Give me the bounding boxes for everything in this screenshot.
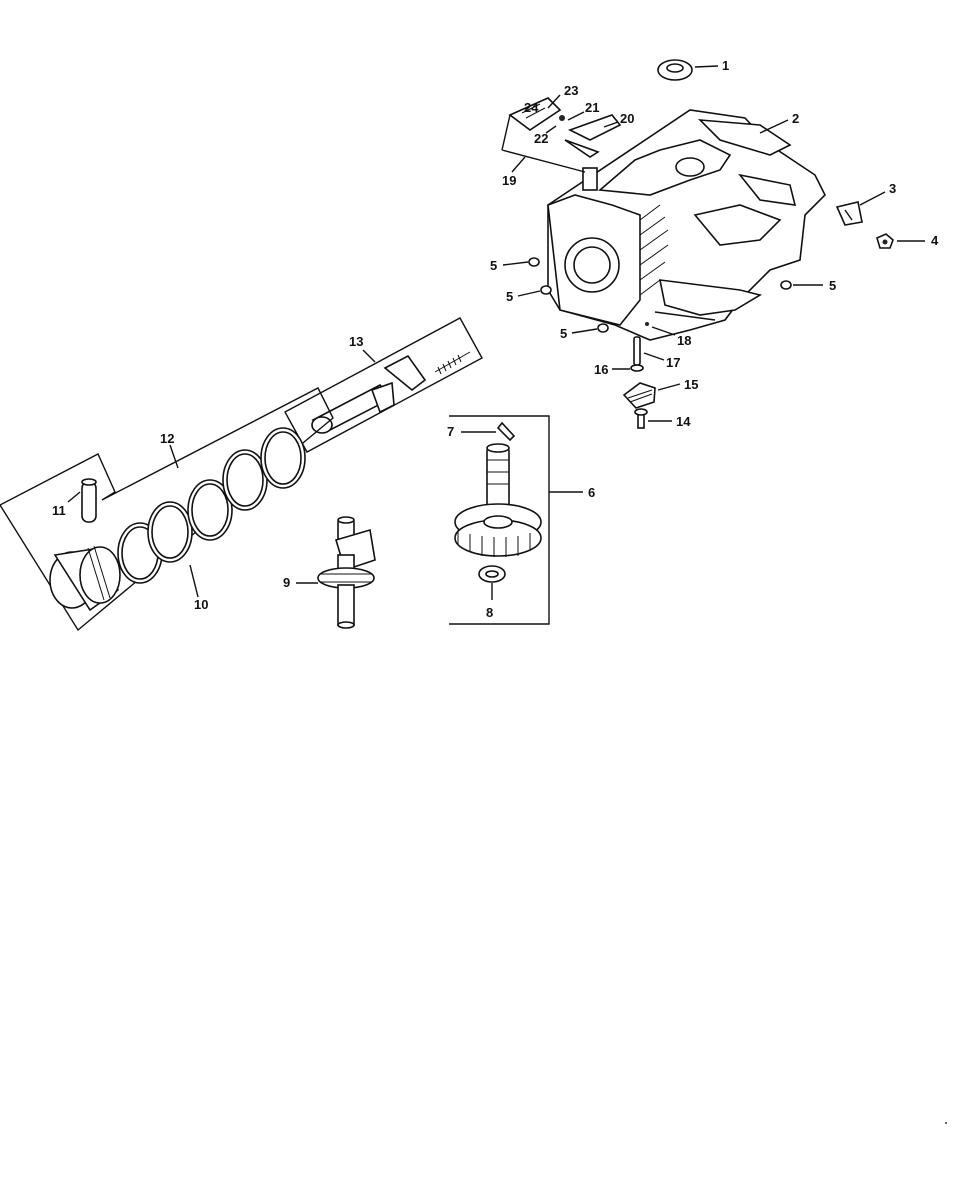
callout-20: 20	[620, 111, 634, 126]
callout-13: 13	[349, 334, 363, 349]
part-9-crankshaft	[317, 516, 376, 629]
callout-2: 2	[792, 111, 799, 126]
callout-17: 17	[666, 355, 680, 370]
callout-18: 18	[677, 333, 691, 348]
callout-24: 24	[524, 100, 539, 115]
speck-mark	[945, 1122, 947, 1124]
callout-7: 7	[447, 424, 454, 439]
callout-5d: 5	[829, 278, 836, 293]
callout-5c: 5	[560, 326, 567, 341]
part-5-dowels	[528, 257, 792, 333]
callout-4: 4	[931, 233, 939, 248]
callout-14: 14	[676, 414, 691, 429]
callout-9: 9	[283, 575, 290, 590]
callout-12: 12	[160, 431, 174, 446]
callout-6: 6	[588, 485, 595, 500]
part-3-bracket	[835, 201, 863, 226]
callout-11: 11	[52, 503, 66, 518]
callout-23: 23	[564, 83, 578, 98]
callout-1: 1	[722, 58, 729, 73]
callout-5b: 5	[506, 289, 513, 304]
callout-3: 3	[889, 181, 896, 196]
callout-21: 21	[585, 100, 599, 115]
callout-16: 16	[594, 362, 608, 377]
part-14-18-governor	[622, 322, 656, 429]
callout-19: 19	[502, 173, 516, 188]
part-1-seal	[657, 59, 693, 81]
part-2-crankcase	[547, 109, 826, 341]
callout-22: 22	[534, 131, 548, 146]
callout-5a: 5	[490, 258, 497, 273]
part-10-11-12-piston-assembly	[0, 387, 334, 632]
callout-8: 8	[486, 605, 493, 620]
part-6-7-8-camshaft-assembly	[449, 415, 550, 625]
part-19-24-label-set	[501, 97, 622, 173]
part-4-nut	[876, 233, 894, 249]
callout-15: 15	[684, 377, 698, 392]
callout-10: 10	[194, 597, 208, 612]
